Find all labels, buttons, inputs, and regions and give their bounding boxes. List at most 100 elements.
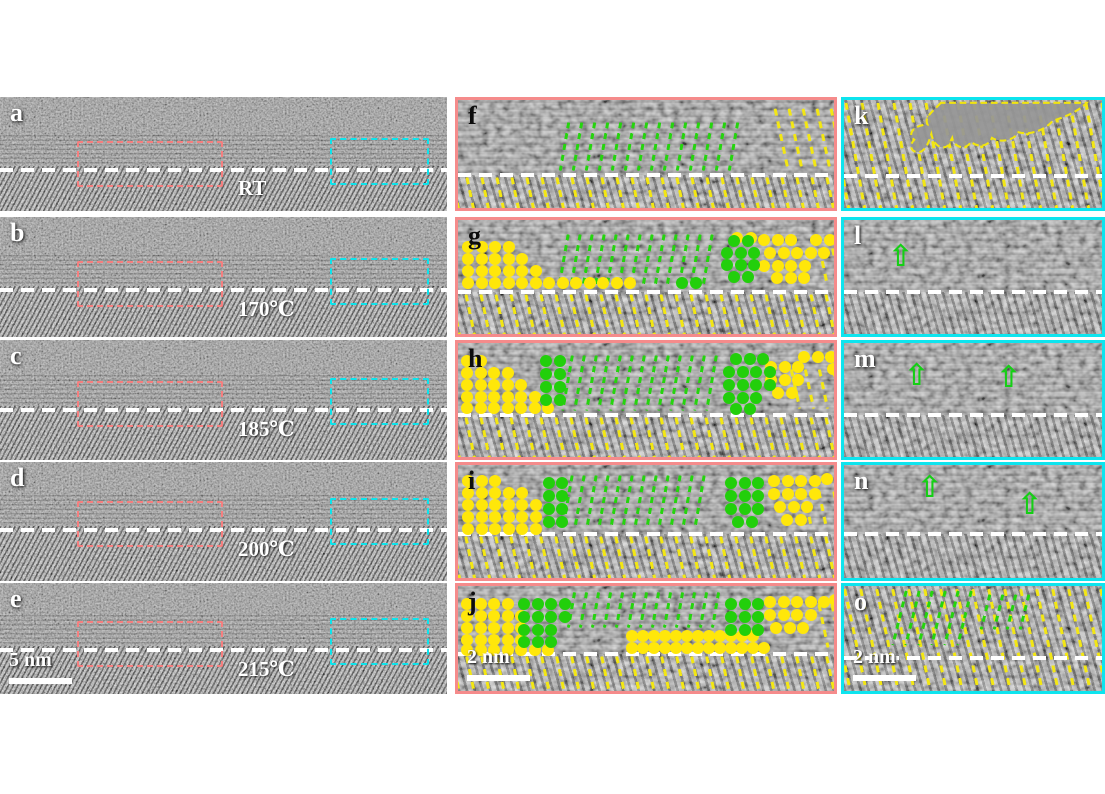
atom-dot-yellow <box>783 622 796 634</box>
atom-dot-yellow <box>771 234 784 246</box>
panel-label: d <box>10 463 25 492</box>
atom-dot-yellow <box>528 402 541 414</box>
atom-dot-green <box>750 392 762 404</box>
atom-dot-green <box>752 503 764 515</box>
atom-dot-green <box>738 598 751 610</box>
atom-dot-green <box>543 503 555 515</box>
roi-box-cyan <box>330 378 429 425</box>
atom-dot-yellow <box>516 265 528 277</box>
atom-dot-yellow <box>488 598 500 610</box>
substrate-lattice-zone <box>844 415 1102 457</box>
atom-dot-yellow <box>501 367 514 379</box>
atom-dot-green <box>734 247 747 259</box>
panel-label: c <box>10 341 22 370</box>
atom-dot-green <box>738 611 751 623</box>
panel-label: g <box>468 221 481 250</box>
roi-box-cyan <box>330 618 429 665</box>
roi-box-pink <box>77 141 223 187</box>
scale-bar <box>467 675 530 681</box>
scale-bar-label: 2 nm <box>853 646 896 668</box>
atom-dot-green <box>518 611 530 623</box>
atom-dot-yellow <box>787 501 800 513</box>
atom-dot-green <box>748 247 760 259</box>
atom-dot-yellow <box>610 277 623 289</box>
atom-dot-green <box>531 611 544 623</box>
atom-dot-yellow <box>475 487 488 499</box>
atom-dot-green <box>540 394 552 406</box>
atom-dot-green <box>723 379 735 391</box>
temperature-label: 215℃ <box>238 657 295 681</box>
substrate-lattice-zone <box>844 534 1102 578</box>
panel-o-zoom-cyan: o 2 nm <box>841 583 1105 694</box>
atom-dot-yellow <box>529 523 542 535</box>
atom-dot-green <box>763 366 776 378</box>
atom-dot-green <box>738 477 751 489</box>
atom-dot-yellow <box>475 511 488 523</box>
atom-dot-yellow <box>791 247 803 259</box>
atom-dot-yellow <box>829 594 834 606</box>
atom-dot-yellow <box>797 622 809 634</box>
atom-dot-green <box>730 353 742 365</box>
atom-dot-yellow <box>474 379 487 391</box>
atom-dot-yellow <box>808 488 821 500</box>
atom-dot-yellow <box>489 277 501 289</box>
atom-dot-yellow <box>556 277 569 289</box>
atom-dot-yellow <box>516 499 528 511</box>
atom-dot-yellow <box>758 234 770 246</box>
scale-bar <box>853 675 916 681</box>
panel-label: o <box>854 587 867 616</box>
atom-dot-yellow <box>462 265 474 277</box>
temperature-label: 200℃ <box>238 537 295 561</box>
atom-dot-yellow <box>489 253 501 265</box>
atom-dot-green <box>543 477 555 489</box>
atom-dot-green <box>728 271 740 283</box>
atom-dot-green <box>757 353 769 365</box>
atom-dot-yellow <box>798 351 810 363</box>
roi-box-cyan <box>330 498 429 545</box>
temperature-label: 170℃ <box>238 297 295 321</box>
panel-h-zoom-pink: h <box>455 340 837 460</box>
panel-d-overview-200C: d 200℃ <box>0 462 447 581</box>
scale-bar <box>9 678 72 684</box>
atom-dot-green <box>543 516 555 528</box>
atom-dot-yellow <box>804 596 817 608</box>
atom-dot-green <box>752 624 764 636</box>
atom-dot-green <box>556 490 568 502</box>
atom-dot-green <box>723 392 735 404</box>
atom-dot-yellow <box>781 514 793 526</box>
roi-box-pink <box>77 261 223 307</box>
roi-box-pink <box>77 381 223 427</box>
interface-dashed-line <box>844 174 1102 178</box>
atom-dot-yellow <box>489 511 501 523</box>
panel-f-zoom-pink: f <box>455 97 837 211</box>
film-lattice-zone <box>458 100 834 173</box>
atom-dot-green <box>531 636 544 648</box>
atom-dot-yellow <box>771 272 783 284</box>
panel-label: h <box>468 344 483 373</box>
atom-dot-yellow <box>489 499 501 511</box>
atom-dot-yellow <box>785 260 797 272</box>
atom-dot-yellow <box>502 523 515 535</box>
panel-m-zoom-cyan: m ⇧⇧ <box>841 340 1105 460</box>
atom-dot-yellow <box>502 241 515 253</box>
scale-bar-label: 5 nm <box>9 649 52 671</box>
atom-dot-yellow <box>771 260 784 272</box>
panel-g-zoom-pink: g <box>455 217 837 337</box>
panel-label: n <box>854 466 869 495</box>
atom-dot-yellow <box>515 402 527 414</box>
roi-box-cyan <box>330 258 429 305</box>
atom-dot-green <box>554 368 566 380</box>
atom-dot-green <box>556 503 568 515</box>
atom-dot-yellow <box>597 277 609 289</box>
atom-dot-yellow <box>462 523 474 535</box>
atom-dot-yellow <box>795 488 807 500</box>
atom-dot-yellow <box>475 277 488 289</box>
atom-dot-yellow <box>624 277 636 289</box>
atom-dot-yellow <box>516 277 528 289</box>
atom-dot-green <box>732 516 744 528</box>
atom-dot-yellow <box>791 609 803 621</box>
atom-dot-green <box>752 477 764 489</box>
atom-dot-green <box>738 490 751 502</box>
atom-dot-yellow <box>758 642 770 654</box>
